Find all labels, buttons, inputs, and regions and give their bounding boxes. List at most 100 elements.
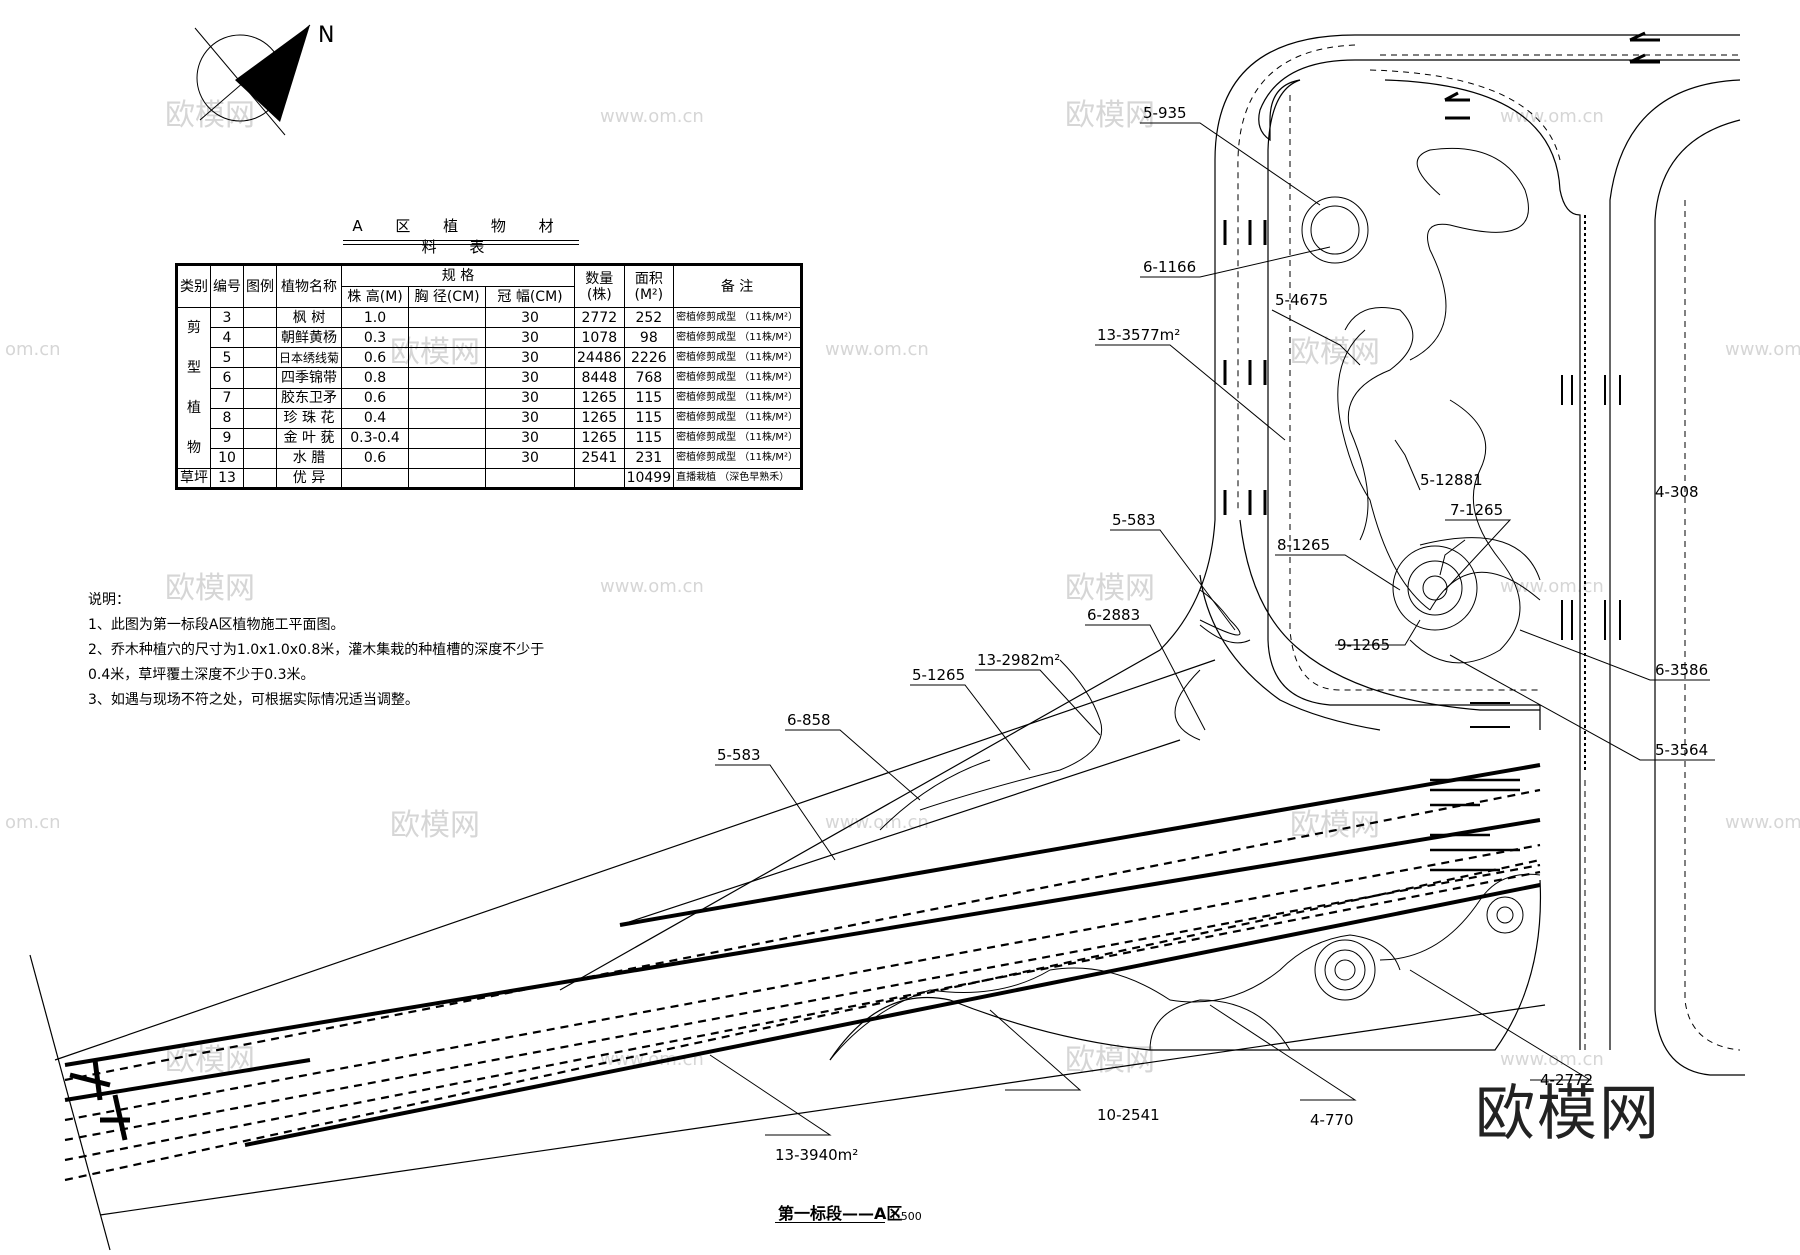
watermark-url: www.om.cn <box>825 812 929 833</box>
watermark-url: www.om.cn <box>600 106 704 127</box>
header-name: 植物名称 <box>275 265 343 308</box>
cell-dbh <box>408 327 487 349</box>
cell-name: 优 异 <box>275 468 343 488</box>
cell-remark: 密植修剪成型 （11株/M²） <box>673 327 802 349</box>
category-char: 型 <box>187 360 201 376</box>
cell-qty: 24486 <box>574 347 625 369</box>
label-6-2883: 6-2883 <box>1087 606 1140 624</box>
cell-crown: 30 <box>485 327 576 349</box>
watermark-url: www.om.cn <box>1725 339 1800 360</box>
category-pruned-plants: 剪 型 植 物 <box>177 307 211 469</box>
planting-labels: 5-935 6-1166 5-4675 13-3577m² 5-12881 4-… <box>717 104 1708 1164</box>
cell-code: 7 <box>210 387 244 409</box>
table-row: 8 珍 珠 花 0.4 30 1265 115 密植修剪成型 （11株/M²） <box>178 407 802 429</box>
label-5-12881: 5-12881 <box>1420 471 1483 489</box>
cell-crown: 30 <box>485 367 576 389</box>
cell-remark: 密植修剪成型 （11株/M²） <box>673 306 802 329</box>
cell-name: 日本绣线菊 <box>275 347 343 369</box>
cell-name: 朝鲜黄杨 <box>275 327 343 349</box>
cell-legend <box>243 407 277 429</box>
cell-height: 0.8 <box>341 367 410 389</box>
watermark-url: www.om.cn <box>1500 1049 1604 1070</box>
cell-legend <box>243 367 277 389</box>
table-row: 6 四季锦带 0.8 30 8448 768 密植修剪成型 （11株/M²） <box>178 367 802 389</box>
cell-height: 0.6 <box>341 447 410 470</box>
cell-legend <box>243 347 277 369</box>
cell-crown: 30 <box>485 407 576 429</box>
cell-legend <box>243 468 277 488</box>
cell-code: 5 <box>210 347 244 369</box>
table-title-underline <box>343 244 579 245</box>
cell-crown: 30 <box>485 447 576 470</box>
cell-remark: 密植修剪成型 （11株/M²） <box>673 407 802 429</box>
cell-qty: 8448 <box>574 367 625 389</box>
cell-legend <box>243 327 277 349</box>
label-9-1265: 9-1265 <box>1337 636 1390 654</box>
cell-remark: 直播栽植 （深色早熟禾） <box>673 468 802 488</box>
north-label: N <box>318 23 334 48</box>
sheet-title-underline <box>775 1222 885 1223</box>
cell-code: 4 <box>210 327 244 349</box>
note-item: 0.4米，草坪覆土深度不少于0.3米。 <box>88 667 315 683</box>
header-dbh: 胸 径(CM) <box>408 286 487 308</box>
watermark-url: www.om.cn <box>1500 576 1604 597</box>
watermark-url: www.om.cn <box>1500 106 1604 127</box>
cell-name: 水 腊 <box>275 447 343 470</box>
table-title: A 区 植 物 材 料 表 <box>352 217 568 256</box>
cell-crown <box>485 468 576 488</box>
cell-height: 0.6 <box>341 387 410 409</box>
header-area: 面积(M²) <box>623 265 675 308</box>
cell-code: 9 <box>210 427 244 449</box>
watermark-url: om.cn <box>5 339 61 360</box>
cell-code: 6 <box>210 367 244 389</box>
label-6-1166: 6-1166 <box>1143 258 1196 276</box>
cell-height: 0.3-0.4 <box>341 427 410 449</box>
category-lawn: 草坪 <box>177 468 211 488</box>
cell-area: 231 <box>623 447 675 470</box>
header-remark: 备 注 <box>673 265 802 308</box>
brand-watermark-logo: 欧模网 <box>1475 1079 1661 1149</box>
planting-beds <box>829 147 1541 1061</box>
label-4-308: 4-308 <box>1655 483 1699 501</box>
header-legend: 图例 <box>243 265 277 308</box>
cell-area: 115 <box>623 387 675 409</box>
label-8-1265: 8-1265 <box>1277 536 1330 554</box>
watermark-brand: 欧模网 <box>1065 98 1155 133</box>
cell-crown: 30 <box>485 427 576 449</box>
cell-dbh <box>408 407 487 429</box>
cell-code: 8 <box>210 407 244 429</box>
label-13-2982: 13-2982m² <box>977 651 1060 669</box>
table-row: 10 水 腊 0.6 30 2541 231 密植修剪成型 （11株/M²） <box>178 447 802 470</box>
header-crown: 冠 幅(CM) <box>485 286 576 308</box>
label-6-858: 6-858 <box>787 711 831 729</box>
cell-area: 768 <box>623 367 675 389</box>
cell-height: 0.4 <box>341 407 410 429</box>
cell-remark: 密植修剪成型 （11株/M²） <box>673 347 802 369</box>
label-10-2541: 10-2541 <box>1097 1106 1160 1124</box>
cell-qty: 1265 <box>574 407 625 429</box>
cell-legend <box>243 306 277 329</box>
table-row: 5 日本绣线菊 0.6 30 24486 2226 密植修剪成型 （11株/M²… <box>178 347 802 369</box>
watermark-url: om.cn <box>5 812 61 833</box>
cell-name: 金 叶 莸 <box>275 427 343 449</box>
cell-area: 2226 <box>623 347 675 369</box>
road-network <box>559 34 1745 1076</box>
watermark-brand: 欧模网 <box>165 571 255 606</box>
watermark-brand: 欧模网 <box>1290 335 1380 370</box>
header-spec: 规 格 <box>341 265 576 287</box>
cell-qty: 1265 <box>574 427 625 449</box>
cell-legend <box>243 447 277 470</box>
cell-code: 3 <box>210 306 244 329</box>
cell-legend <box>243 387 277 409</box>
watermark-url: www.om.cn <box>825 339 929 360</box>
table-row: 9 金 叶 莸 0.3-0.4 30 1265 115 密植修剪成型 （11株/… <box>178 427 802 449</box>
cell-qty: 1078 <box>574 327 625 349</box>
label-4-2772: 4-2772 <box>1540 1071 1593 1089</box>
cell-qty: 2541 <box>574 447 625 470</box>
notes-heading: 说明： <box>88 592 130 608</box>
watermark-brand: 欧模网 <box>390 808 480 843</box>
plant-material-table: 类别 编号 图例 植物名称 规 格 数量(株) 面积(M²) 备 注 株 高(M… <box>174 263 804 490</box>
cell-remark: 密植修剪成型 （11株/M²） <box>673 427 802 449</box>
label-5-583-lower: 5-583 <box>717 746 761 764</box>
traffic-arrows <box>69 31 1660 1141</box>
